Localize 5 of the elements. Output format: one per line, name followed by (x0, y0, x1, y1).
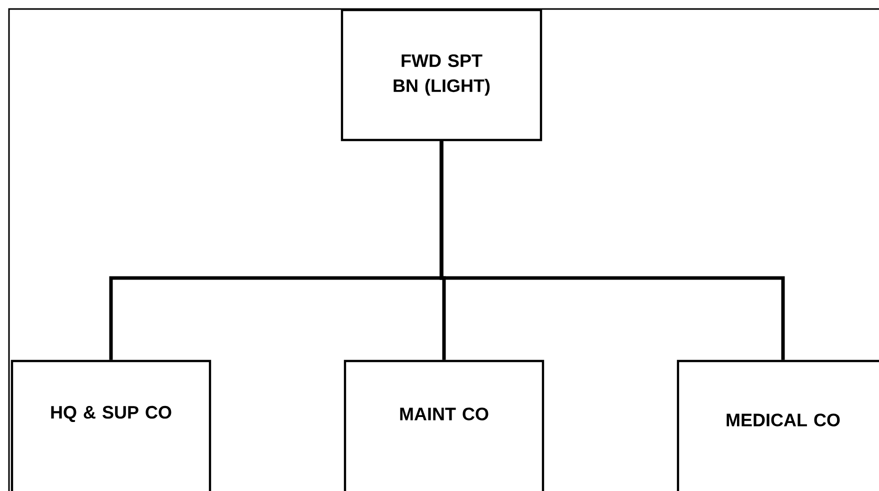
unit-box: MAINT CO (344, 360, 544, 491)
unit-box: FWD SPT BN (LIGHT) (340, 8, 542, 142)
unit-box: MEDICAL CO (676, 360, 879, 491)
connector-line (440, 141, 785, 360)
unit-box: HQ & SUP CO (10, 360, 212, 491)
